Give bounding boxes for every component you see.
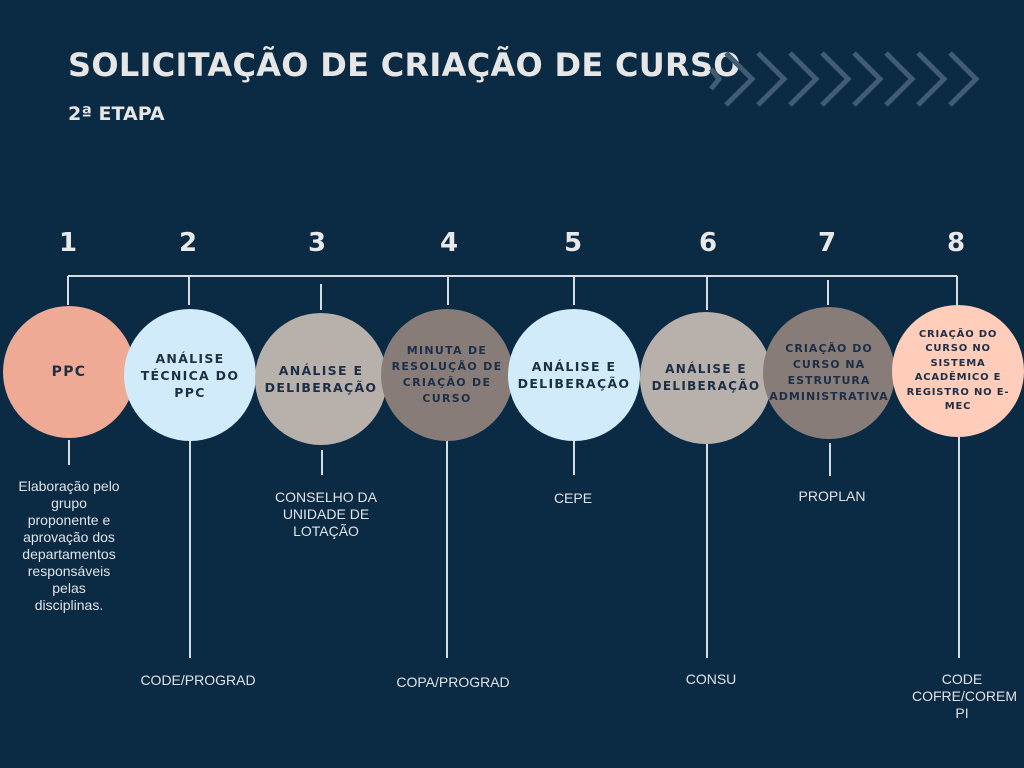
step-circle-minuta: MINUTA DE RESOLUÇÃO DE CRIAÇÃO DE CURSO: [381, 309, 513, 441]
step-title: CRIAÇÃO DO CURSO NA ESTRUTURA ADMINISTRA…: [769, 342, 889, 403]
step-number: 6: [698, 228, 718, 258]
step-title: PPC: [51, 364, 87, 380]
chevron-right-icon: [852, 51, 884, 107]
step-label: COPA/PROGRAD: [396, 674, 510, 690]
step-label: CONSU: [685, 671, 737, 687]
step-circle-estrutura: CRIAÇÃO DO CURSO NA ESTRUTURA ADMINISTRA…: [763, 307, 895, 439]
chevron-right-icon: [788, 51, 820, 107]
step-label: PROPLAN: [798, 488, 866, 504]
step-circle-analise-5: ANÁLISE E DELIBERAÇÃO: [508, 309, 640, 441]
chevron-right-icon: [948, 51, 980, 107]
step-circle-sistema: CRIAÇÃO DO CURSO NO SISTEMA ACADÊMICO E …: [892, 305, 1024, 437]
step-label: CODE/PROGRAD: [140, 672, 256, 688]
step-title: ANÁLISE TÉCNICA DO PPC: [140, 350, 240, 400]
step-number: 3: [307, 228, 327, 258]
step-number: 1: [58, 228, 78, 258]
chevron-right-icon: [916, 51, 948, 107]
chevron-right-icon: [884, 51, 916, 107]
chevron-decoration: [709, 51, 980, 107]
step-number: 4: [439, 228, 459, 258]
step-label: CODE COFRE/COREM PI: [912, 671, 1017, 721]
step-circle-analise-6: ANÁLISE E DELIBERAÇÃO: [640, 312, 772, 444]
step-circle-analise-tecnica: ANÁLISE TÉCNICA DO PPC: [124, 309, 256, 441]
step-number: 8: [946, 228, 966, 258]
step-title: CRIAÇÃO DO CURSO NO SISTEMA ACADÊMICO E …: [906, 328, 1010, 413]
step-number: 2: [178, 228, 198, 258]
step-circle-analise-3: ANÁLISE E DELIBERAÇÃO: [255, 313, 387, 445]
step-title: MINUTA DE RESOLUÇÃO DE CRIAÇÃO DE CURSO: [391, 344, 503, 405]
chevron-right-icon: [756, 51, 788, 107]
page-title: SOLICITAÇÃO DE CRIAÇÃO DE CURSO: [68, 46, 741, 84]
step-number: 7: [817, 228, 837, 258]
chevron-right-icon: [724, 51, 756, 107]
chevron-right-icon: [709, 67, 723, 91]
step-title: ANÁLISE E DELIBERAÇÃO: [264, 363, 378, 395]
page-subtitle: 2ª ETAPA: [68, 103, 165, 125]
step-label: Elaboração pelo grupo proponente e aprov…: [18, 478, 120, 613]
step-label: CONSELHO DA UNIDADE DE LOTAÇÃO: [275, 489, 377, 539]
step-circle-ppc: PPC: [3, 306, 135, 438]
step-title: ANÁLISE E DELIBERAÇÃO: [651, 362, 761, 393]
step-label: CEPE: [553, 490, 593, 506]
step-title: ANÁLISE E DELIBERAÇÃO: [517, 359, 631, 391]
step-number: 5: [563, 228, 583, 258]
chevron-right-icon: [820, 51, 852, 107]
